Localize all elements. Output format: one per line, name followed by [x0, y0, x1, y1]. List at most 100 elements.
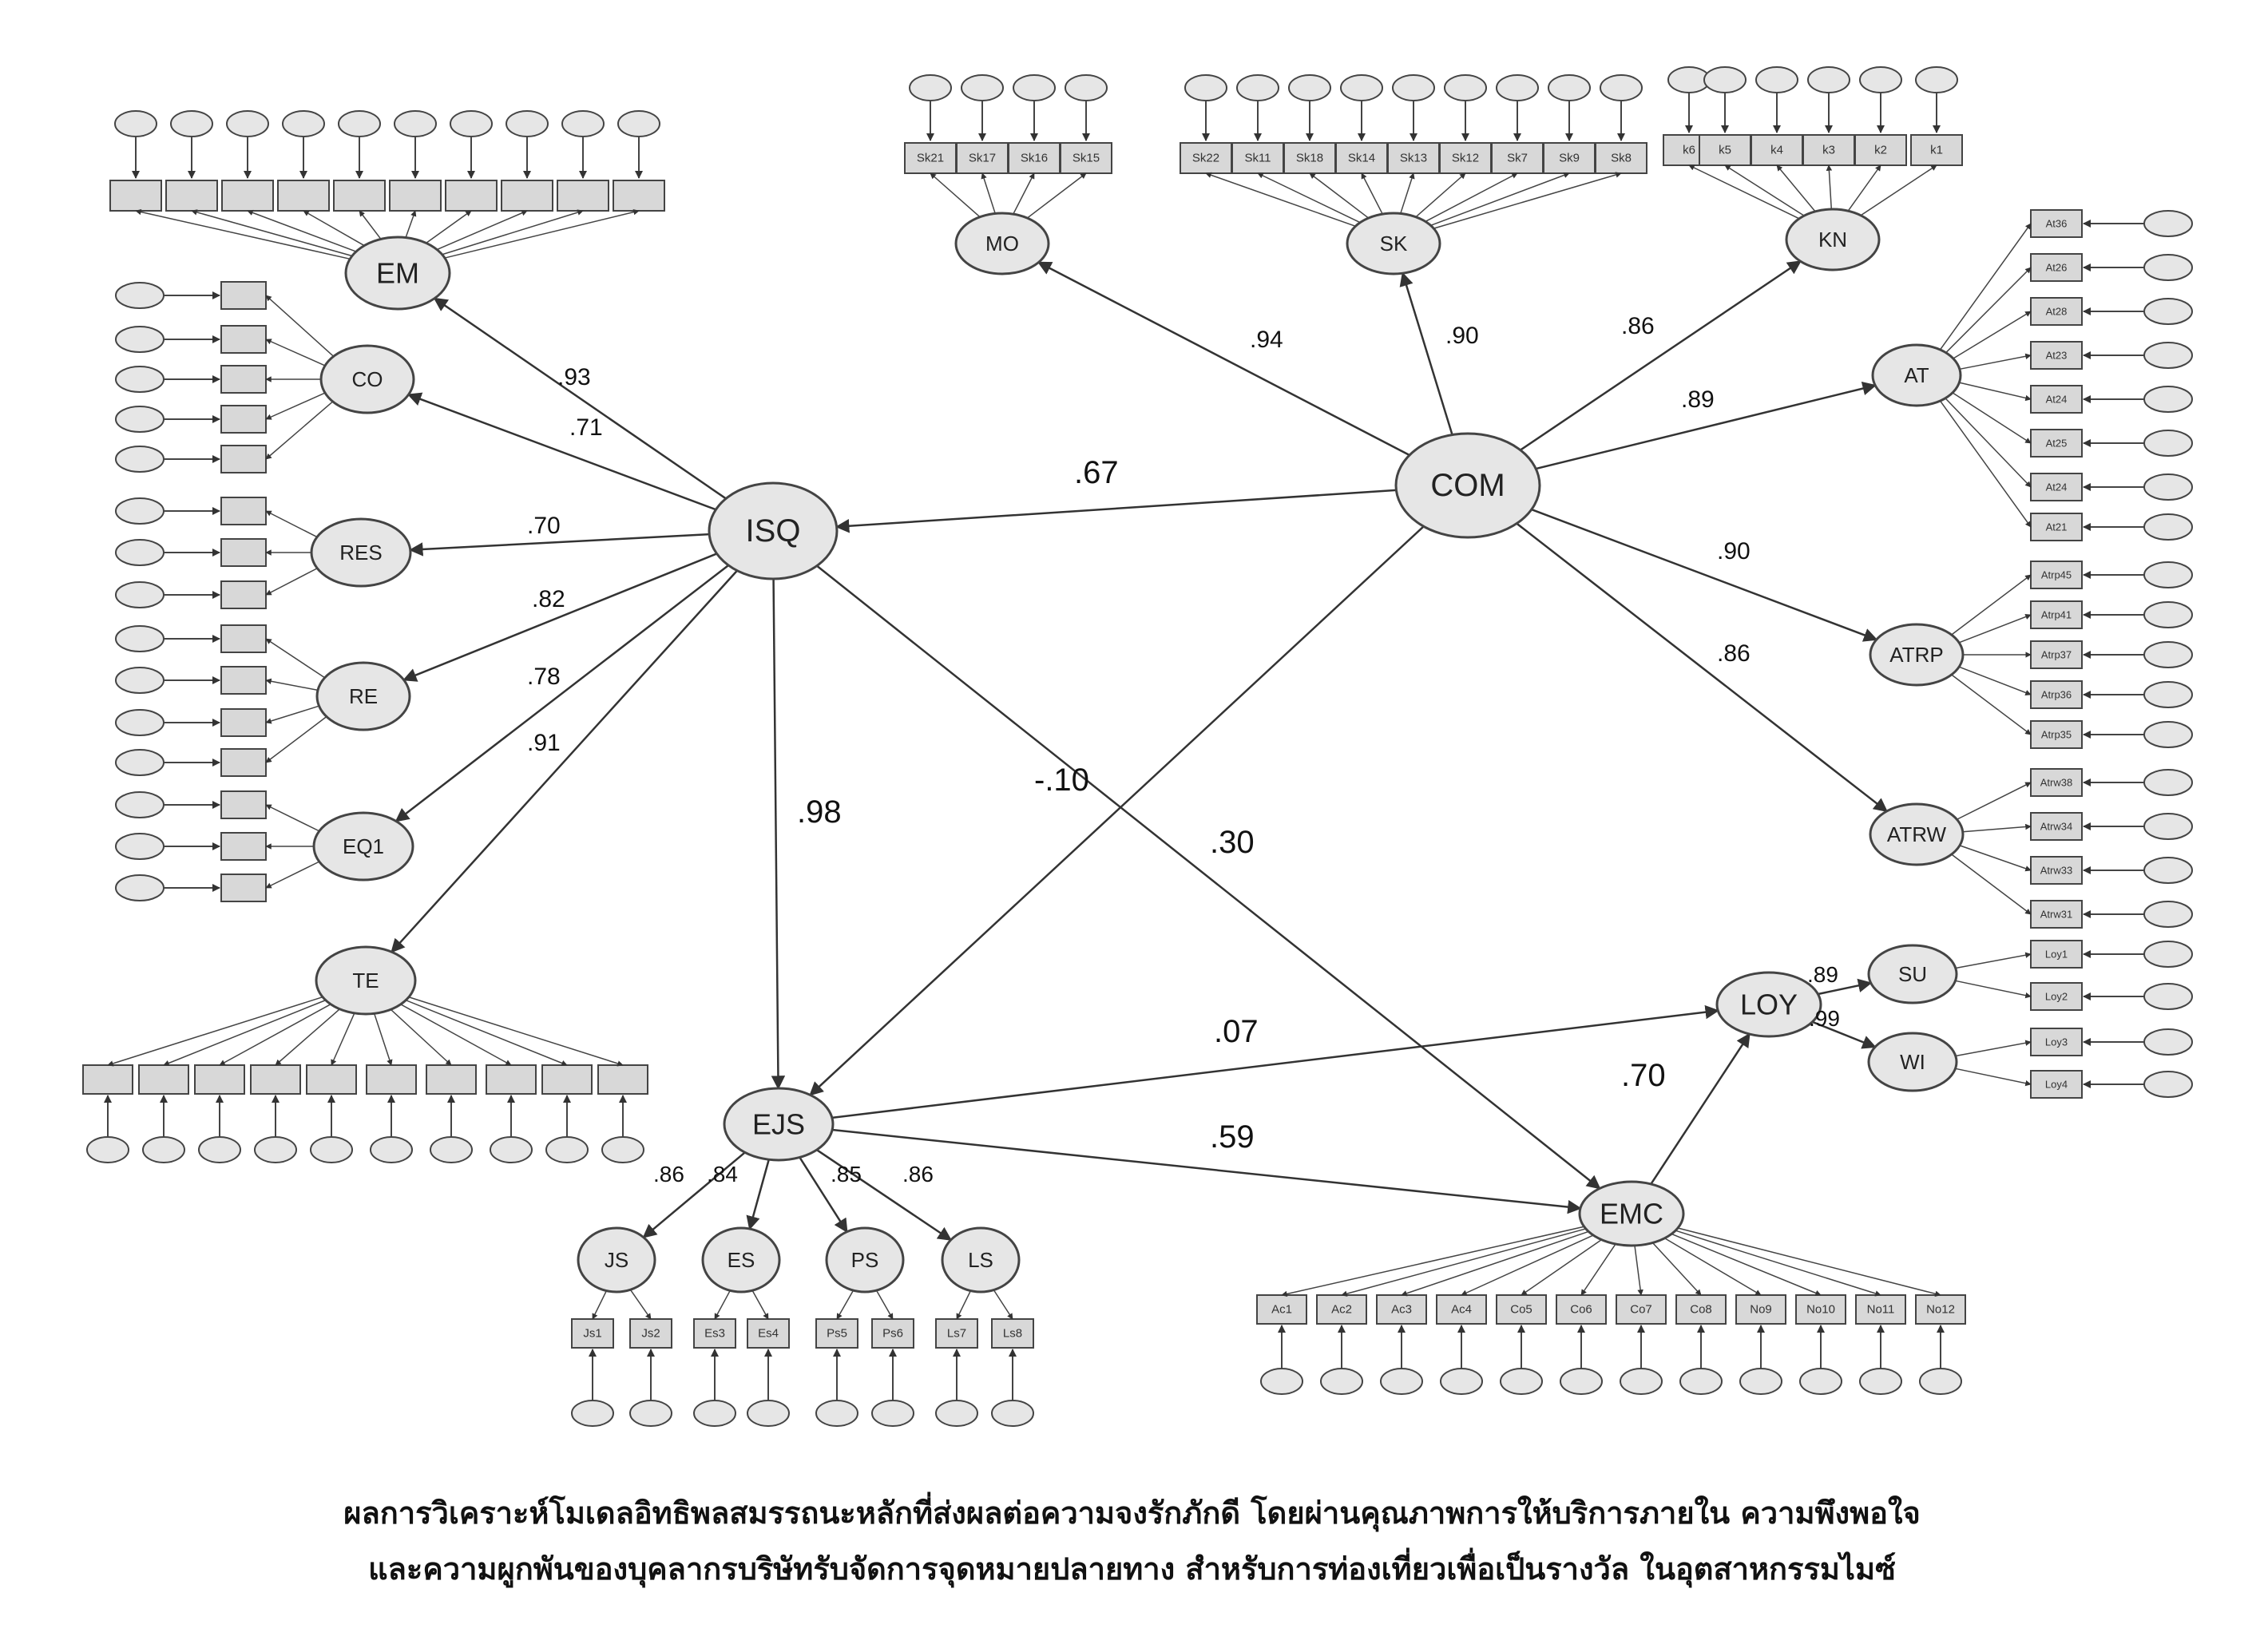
MO-indicator-2-label: Sk17 [969, 152, 996, 165]
AT-indicator-6-label: At25 [2046, 438, 2068, 450]
AT-indicator-5 [2030, 385, 2083, 414]
path-com-to-sk [1399, 271, 1453, 435]
latent-loy-label: LOY [1740, 988, 1798, 1021]
TE-error-6 [370, 1136, 413, 1163]
coef-com-kn: .86 [1621, 313, 1655, 339]
TE-indicator-9 [541, 1064, 593, 1095]
coef-isq-ejs: .98 [797, 794, 842, 830]
ATRW-indicator-2-label: Atrw34 [2040, 821, 2072, 833]
figure-caption: ผลการวิเคราะห์โมเดลอิทธิพลสมรรถนะหลักที่… [0, 1485, 2264, 1645]
latent-sk [1346, 212, 1441, 275]
EMC-indicator-3 [1376, 1294, 1427, 1325]
latent-ps-label: PS [851, 1248, 879, 1272]
latent-sk-label: SK [1380, 232, 1408, 256]
SK-indicator-5 [1387, 142, 1440, 174]
SU-indicator-1-label: Loy1 [2045, 949, 2068, 961]
coef-com-at: .89 [1681, 386, 1715, 413]
path-com-to-at [1535, 381, 1877, 470]
latent-emc [1578, 1180, 1685, 1247]
CO-indicator-2 [220, 325, 267, 354]
RE-error-2 [115, 667, 165, 694]
MO-indicator-4-label: Sk15 [1073, 152, 1100, 165]
JS-indicator-1 [571, 1318, 614, 1349]
EM-indicator-8 [501, 180, 553, 212]
AT-indicator-5-label: At24 [2046, 394, 2068, 406]
latent-emc-label: EMC [1600, 1198, 1663, 1230]
ATRP-error-4 [2143, 681, 2193, 708]
coef-isq-emc: .30 [1210, 825, 1255, 860]
ATRW-error-1 [2143, 769, 2193, 796]
TE-error-7 [430, 1136, 473, 1163]
JS-indicator-1-label: Js1 [583, 1327, 601, 1341]
KN-indicator-4 [1802, 134, 1855, 166]
ES-indicator-2 [747, 1318, 790, 1349]
ATRP-error-5 [2143, 721, 2193, 748]
CO-indicator-4 [220, 405, 267, 434]
ATRP-error-2 [2143, 601, 2193, 628]
SK-indicator-1 [1180, 142, 1232, 174]
AT-error-2 [2143, 254, 2193, 281]
EM-error-8 [506, 110, 549, 137]
SK-error-9 [1600, 74, 1643, 101]
MO-error-4 [1065, 74, 1108, 101]
LS-error-1 [935, 1400, 978, 1427]
ATRP-indicator-2-label: Atrp41 [2041, 609, 2072, 621]
SK-indicator-2-label: Sk11 [1244, 152, 1271, 165]
AT-error-7 [2143, 473, 2193, 501]
EMC-indicator-10 [1795, 1294, 1846, 1325]
SK-indicator-8-label: Sk9 [1559, 152, 1580, 165]
EMC-indicator-8 [1675, 1294, 1727, 1325]
latent-ls-label: LS [968, 1248, 993, 1272]
SK-indicator-6-label: Sk12 [1452, 152, 1479, 165]
MO-error-3 [1013, 74, 1056, 101]
path-isq-to-emc [816, 565, 1601, 1190]
RES-indicator-3 [220, 580, 267, 609]
AT-indicator-3 [2030, 297, 2083, 326]
EMC-error-3 [1380, 1368, 1423, 1395]
WI-indicator-1 [2030, 1028, 2083, 1056]
coef-isq-re: .82 [532, 586, 565, 612]
EMC-indicator-3-label: Ac3 [1391, 1303, 1412, 1317]
coef-com-atrp: .90 [1717, 538, 1751, 565]
CO-indicator-5 [220, 445, 267, 473]
coef-isq-co: .71 [569, 414, 603, 441]
EMC-error-2 [1320, 1368, 1363, 1395]
ATRW-error-3 [2143, 857, 2193, 884]
path-com-to-atrp [1531, 508, 1878, 642]
latent-com-label: COM [1430, 468, 1505, 503]
CO-error-2 [115, 326, 165, 353]
SK-indicator-4-label: Sk14 [1348, 152, 1375, 165]
path-isq-to-te [391, 569, 738, 953]
SK-error-5 [1392, 74, 1435, 101]
EMC-indicator-12 [1915, 1294, 1966, 1325]
EMC-indicator-1-label: Ac1 [1271, 1303, 1292, 1317]
latent-at [1871, 343, 1962, 407]
KN-error-2 [1703, 66, 1747, 93]
KN-error-4 [1807, 66, 1850, 93]
path-com-to-isq [835, 489, 1397, 533]
ATRW-indicator-4 [2030, 900, 2083, 929]
EM-indicator-3 [221, 180, 274, 212]
AT-indicator-4-label: At23 [2046, 350, 2068, 362]
ATRP-indicator-5 [2030, 720, 2083, 749]
EMC-indicator-12-label: No12 [1926, 1303, 1955, 1317]
WI-error-2 [2143, 1071, 2193, 1098]
SK-indicator-7 [1491, 142, 1544, 174]
TE-indicator-2 [138, 1064, 189, 1095]
EM-error-2 [170, 110, 213, 137]
AT-indicator-1-label: At36 [2046, 218, 2068, 230]
RE-error-3 [115, 709, 165, 736]
RE-indicator-3 [220, 708, 267, 737]
coef-ejs-loy: .07 [1214, 1014, 1259, 1049]
AT-error-8 [2143, 513, 2193, 541]
coef-com-isq: .67 [1074, 455, 1119, 490]
latent-res [310, 517, 412, 588]
ES-indicator-1-label: Es3 [704, 1327, 725, 1341]
KN-indicator-5-label: k2 [1874, 144, 1887, 157]
TE-error-2 [142, 1136, 185, 1163]
path-isq-to-ejs [771, 578, 786, 1090]
path-com-to-kn [1520, 260, 1802, 451]
latent-atrp [1869, 623, 1965, 687]
ATRP-indicator-4 [2030, 680, 2083, 709]
latent-kn-label: KN [1818, 228, 1847, 252]
